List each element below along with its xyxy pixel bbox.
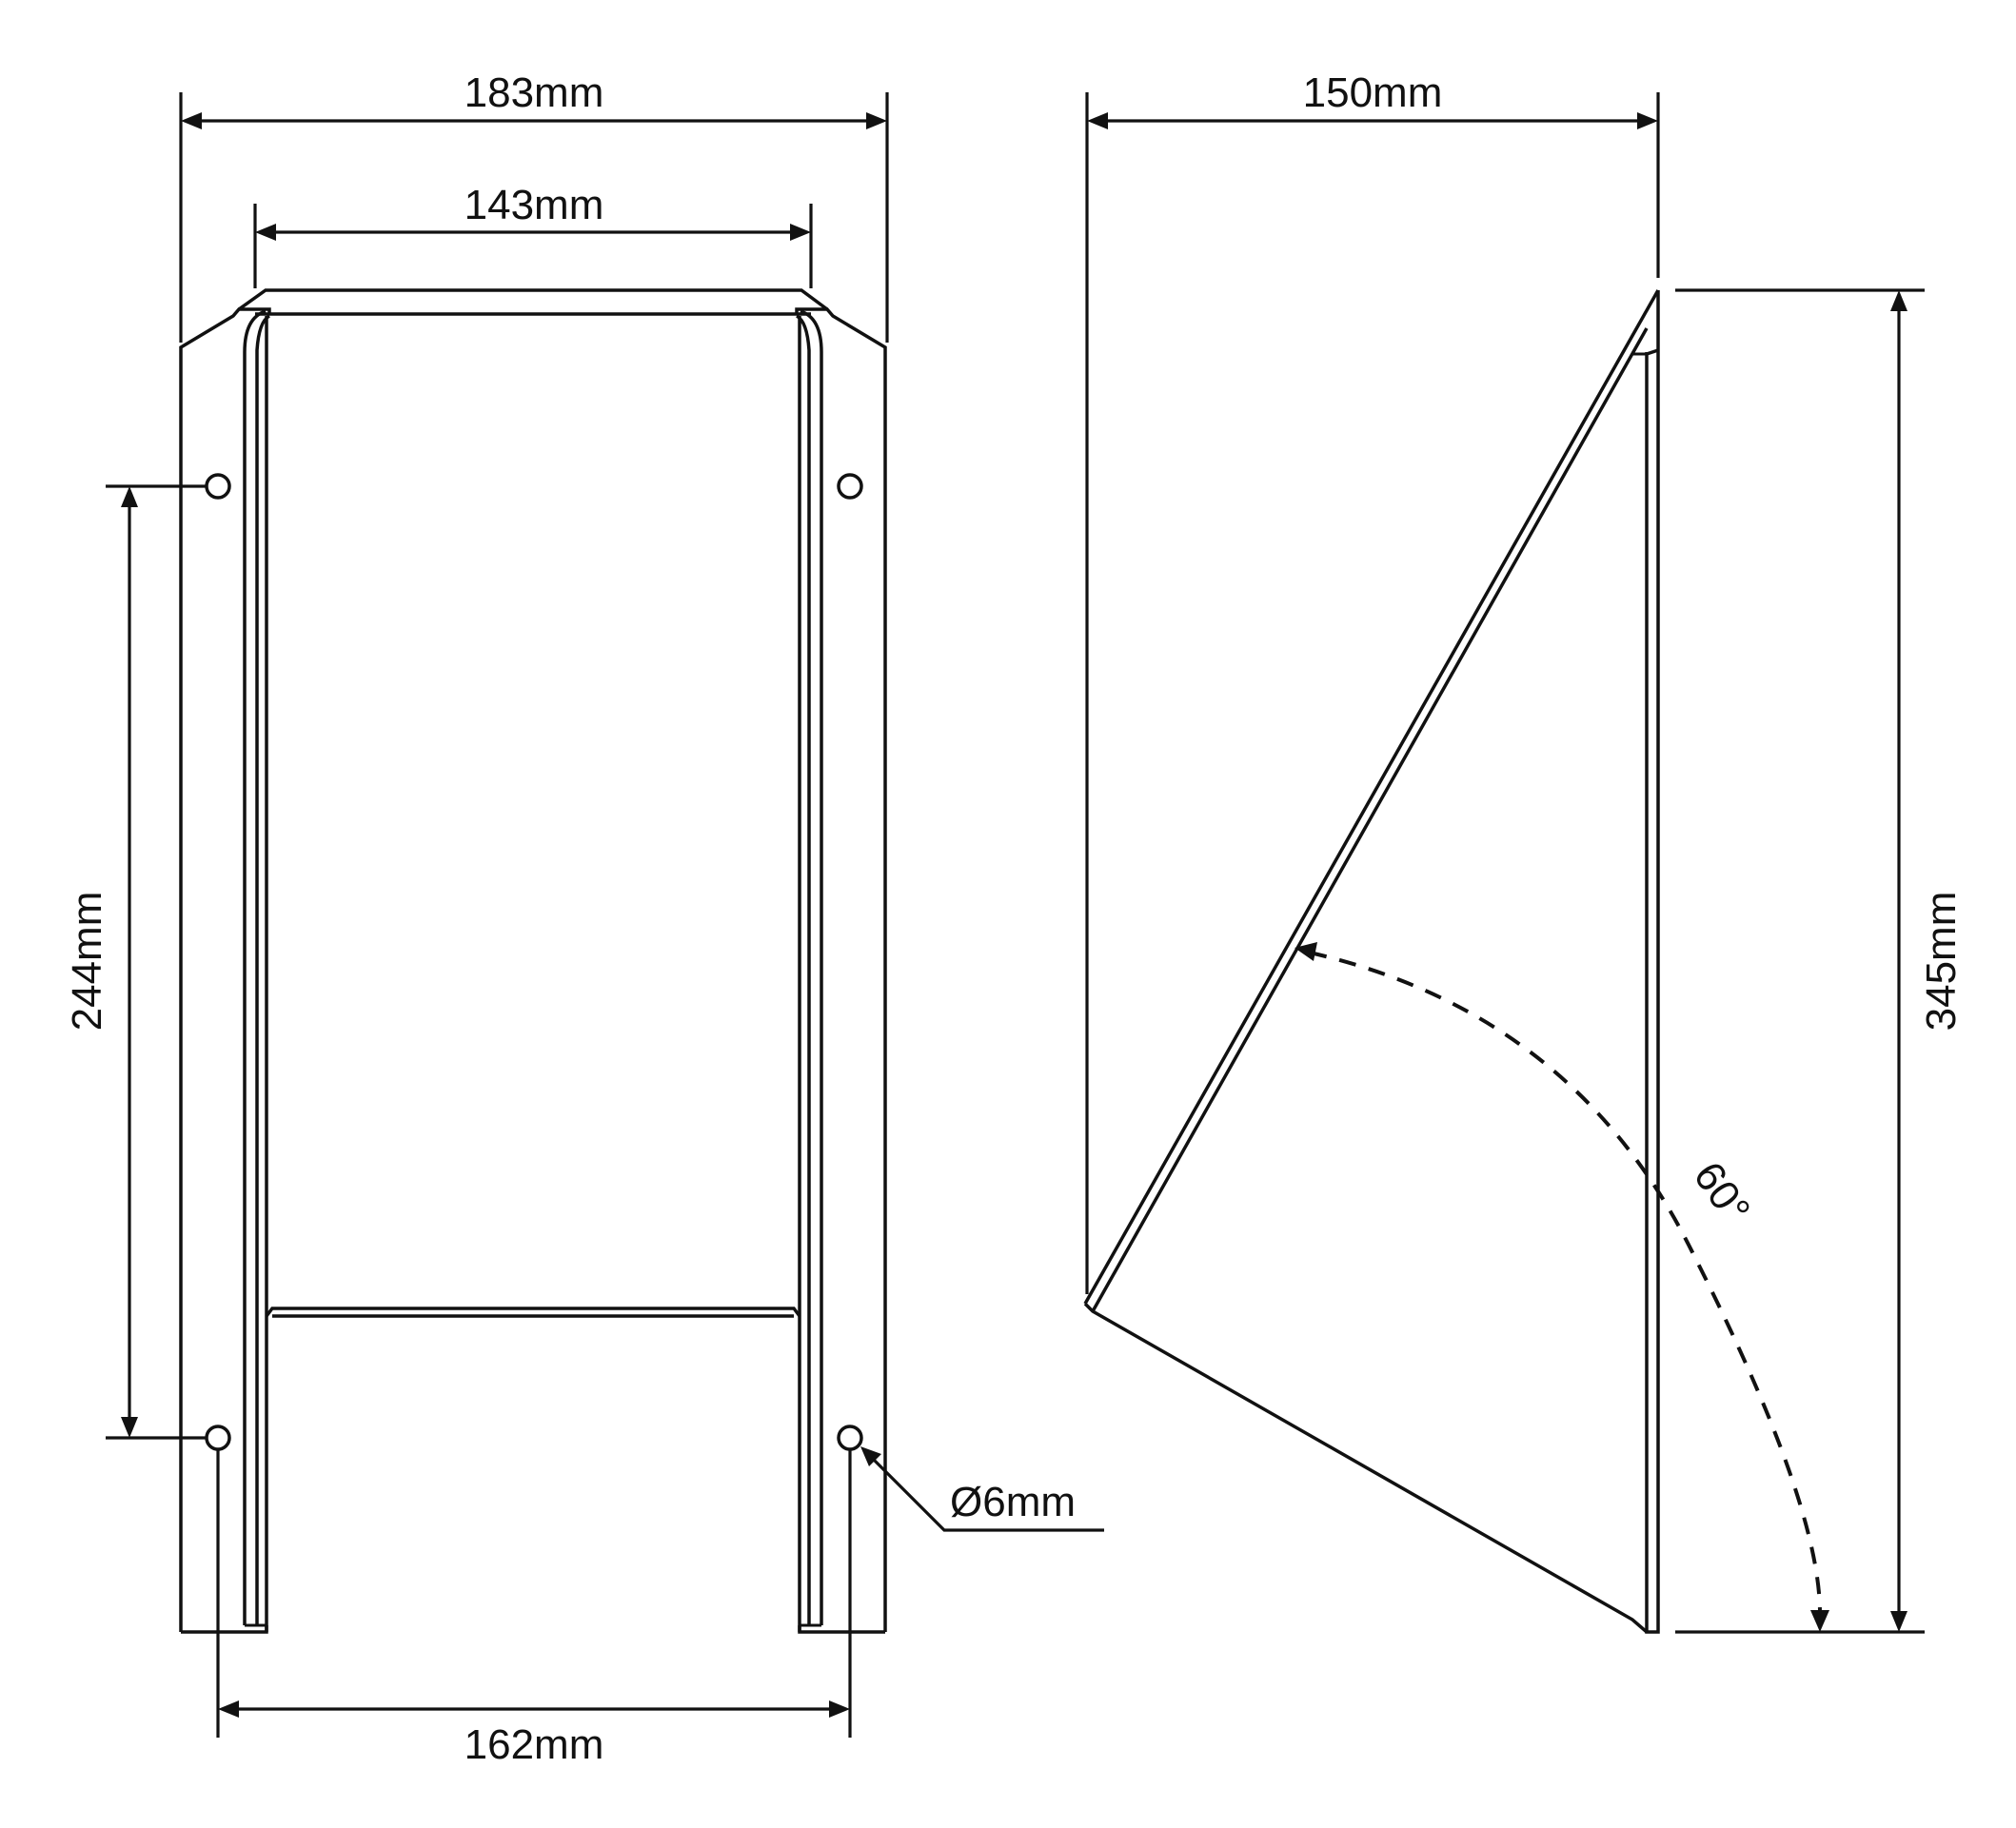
side-bottom-edge: [1083, 1302, 1649, 1634]
side-sloped-top-inner: [1091, 327, 1649, 1312]
front-hole-top-left: [205, 473, 231, 500]
front-top-edge: [237, 288, 829, 311]
dim-height: 345mm: [1675, 288, 1965, 1634]
angle-label: 60°: [1685, 1153, 1759, 1232]
front-hole-top-right: [837, 473, 863, 500]
front-lower-crossbar: [265, 1307, 801, 1318]
dim-overall-width: 183mm: [179, 69, 889, 343]
front-hole-bottom-right: [837, 1425, 863, 1451]
inner-width-label: 143mm: [464, 182, 604, 228]
side-view: 150mm 345mm 60°: [1083, 69, 1965, 1634]
dim-angle: 60°: [1295, 942, 1829, 1632]
front-right-flange: [800, 309, 823, 1625]
angle-arc: [1309, 951, 1822, 1614]
height-label: 345mm: [1918, 892, 1965, 1032]
hole-diameter-label: Ø6mm: [950, 1479, 1076, 1525]
overall-width-label: 183mm: [464, 69, 604, 116]
depth-label: 150mm: [1303, 69, 1443, 116]
hole-spacing-vertical-label: 244mm: [64, 892, 110, 1032]
dim-hole-spacing-vertical: 244mm: [64, 484, 207, 1440]
dim-hole-diameter: Ø6mm: [860, 1446, 1104, 1532]
dim-inner-width: 143mm: [253, 182, 813, 288]
side-back-plate: [1645, 290, 1660, 1634]
front-outer-plate: [179, 307, 887, 1634]
front-hole-bottom-left: [205, 1425, 231, 1451]
dim-hole-spacing-horizontal: 162mm: [216, 1449, 852, 1768]
front-view: 183mm 143mm 244mm 162mm: [64, 69, 1104, 1768]
hole-spacing-horizontal-label: 162mm: [464, 1721, 604, 1768]
front-left-flange: [243, 309, 267, 1625]
side-sloped-top: [1083, 289, 1660, 1305]
side-back-plate-inner: [1646, 348, 1659, 356]
dim-depth: 150mm: [1085, 69, 1660, 1294]
